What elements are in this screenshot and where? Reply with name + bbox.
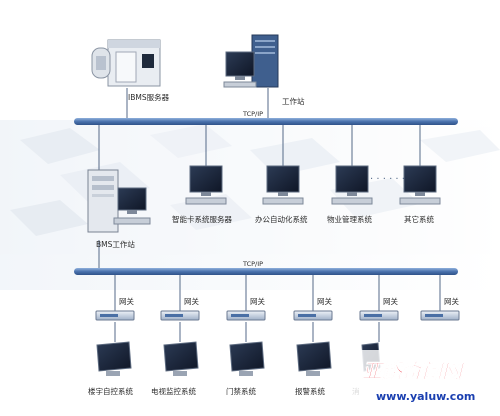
tcp-ip-bus-top xyxy=(74,118,458,125)
gateway-label: 网关 xyxy=(317,296,332,306)
bottom-node-label: 电视监控系统 xyxy=(151,386,196,396)
watermark-url: www.yaluw.com xyxy=(376,390,475,403)
connection-lines xyxy=(98,88,441,342)
bottom-node-label: 楼宇自控系统 xyxy=(88,386,133,396)
terminal-monitor-icon xyxy=(296,341,332,376)
gateway-label: 网关 xyxy=(383,296,398,306)
middle-node-label: 其它系统 xyxy=(404,214,434,224)
middle-node-label: 智能卡系统服务器 xyxy=(172,214,232,224)
gateway-device-icon xyxy=(420,310,460,321)
ibms-server-label: IBMS服务器 xyxy=(128,92,170,102)
gateway-device-icon xyxy=(160,310,200,321)
terminal-monitor-icon xyxy=(163,341,199,376)
watermark-brand: 亚路奇闻网 xyxy=(362,359,465,383)
gateway-label: 网关 xyxy=(119,296,134,306)
gateway-device-icon xyxy=(95,310,135,321)
ibms-server-icon xyxy=(91,39,161,87)
middle-computer-icon xyxy=(262,165,304,205)
bms-workstation-icon xyxy=(87,169,151,233)
middle-node-label: 办公自动化系统 xyxy=(255,214,308,224)
ellipsis-dots: · · · · · · xyxy=(370,174,405,185)
gateway-device-icon xyxy=(359,310,399,321)
workstation-icon xyxy=(223,34,279,88)
workstation-label: 工作站 xyxy=(282,96,305,106)
watermark: 亚路奇闻网 www.yaluw.com xyxy=(352,350,500,416)
gateway-label: 网关 xyxy=(250,296,265,306)
gateway-device-icon xyxy=(226,310,266,321)
tcp-ip-bus-bottom-label: TCP/IP xyxy=(242,260,263,268)
bms-workstation-label: BMS工作站 xyxy=(96,239,135,249)
gateway-device-icon xyxy=(293,310,333,321)
terminal-monitor-icon xyxy=(229,341,265,376)
middle-computer-icon xyxy=(331,165,373,205)
tcp-ip-bus-top-label: TCP/IP xyxy=(242,110,263,118)
middle-computer-icon xyxy=(399,165,441,205)
terminal-monitor-icon xyxy=(96,341,132,376)
gateway-label: 网关 xyxy=(184,296,199,306)
gateway-label: 网关 xyxy=(444,296,459,306)
middle-computer-icon xyxy=(185,165,227,205)
middle-node-label: 物业管理系统 xyxy=(327,214,372,224)
tcp-ip-bus-bottom xyxy=(74,268,458,275)
bottom-node-label: 门禁系统 xyxy=(226,386,256,396)
bottom-node-label: 报警系统 xyxy=(295,386,325,396)
